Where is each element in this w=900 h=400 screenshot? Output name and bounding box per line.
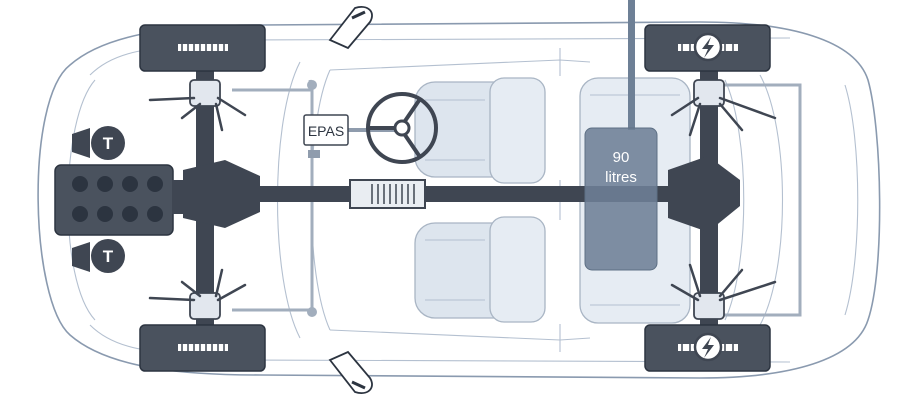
wheel-front-top <box>139 24 266 72</box>
mirror-bottom <box>328 350 373 394</box>
center-coupling <box>349 179 426 209</box>
fuel-filler-pipe <box>628 0 635 130</box>
steering-wheel-icon <box>366 92 438 164</box>
turbo-icon-bottom: T <box>72 239 125 273</box>
turbo-icon-top: T <box>72 126 125 160</box>
tank-capacity-unit: litres <box>605 169 637 186</box>
epas-label: EPAS <box>308 123 344 139</box>
tank-capacity-value: 90 <box>613 149 630 166</box>
seat-front-top <box>414 77 546 184</box>
lightning-icon-bottom <box>693 332 723 362</box>
seat-front-bottom <box>414 216 546 323</box>
wheel-front-bottom <box>139 324 266 372</box>
engine-block-icon <box>54 164 188 236</box>
lightning-icon-top <box>693 32 723 62</box>
fuel-tank-icon: 90 litres <box>584 127 658 271</box>
mirror-top <box>328 6 373 50</box>
turbo-label-bottom: T <box>103 247 114 266</box>
epas-unit: EPAS <box>303 114 349 158</box>
turbo-label-top: T <box>103 134 114 153</box>
